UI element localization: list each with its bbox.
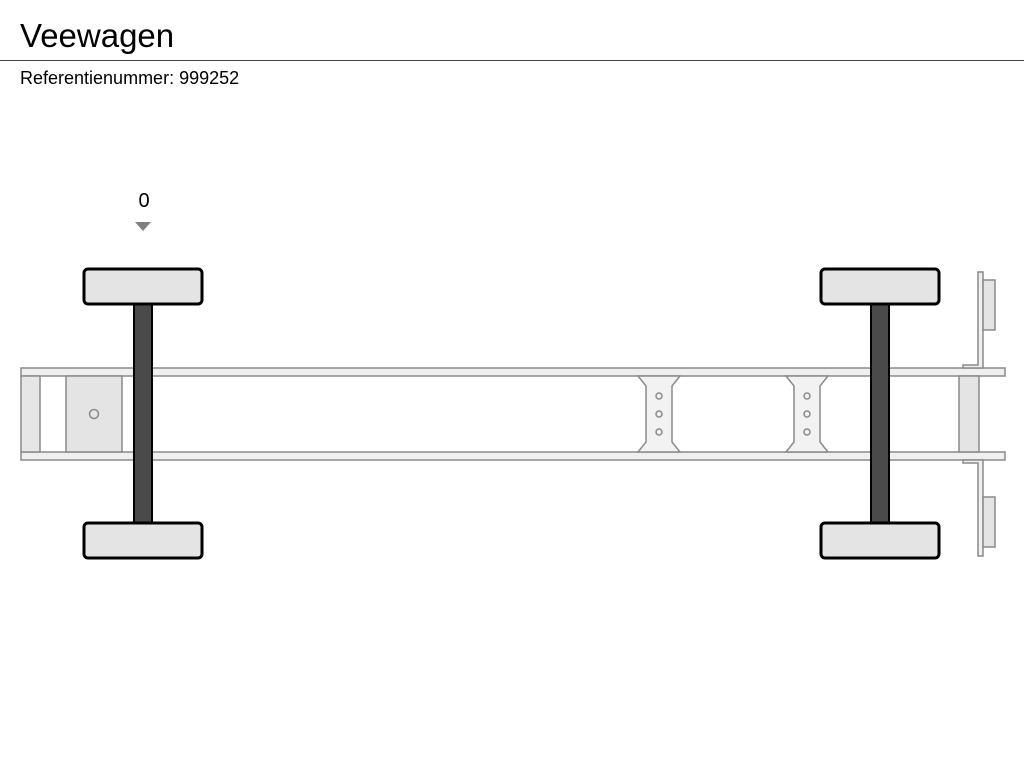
axle-shaft — [870, 301, 890, 525]
tire-right-bottom — [819, 521, 941, 560]
frame — [20, 271, 1006, 557]
axle-0 — [82, 267, 204, 560]
rear-light-bottom — [982, 496, 996, 548]
frame-rail-bottom — [20, 451, 1006, 461]
tire-left-top — [82, 267, 204, 306]
axle-1 — [819, 267, 941, 560]
cross-member-2 — [784, 375, 830, 453]
front-end-plate — [20, 375, 41, 453]
axle-label-0: 0 — [138, 190, 150, 212]
page-title: Veewagen — [20, 17, 175, 54]
axle-shaft — [133, 301, 153, 525]
bolt-icon — [88, 408, 100, 420]
axle-marker-icon — [135, 222, 151, 231]
rear-cross-plate — [958, 375, 980, 453]
cross-member-1 — [636, 375, 682, 453]
reference-number: Referentienummer: 999252 — [20, 68, 240, 88]
rear-bumper-top — [962, 271, 984, 369]
frame-rail-top — [20, 367, 1006, 377]
rear-light-top — [982, 279, 996, 331]
tire-right-top — [819, 267, 941, 306]
rear-bumper-bottom — [962, 459, 984, 557]
title-divider — [0, 60, 1024, 61]
front-cross-plate — [65, 375, 123, 453]
tire-left-bottom — [82, 521, 204, 560]
